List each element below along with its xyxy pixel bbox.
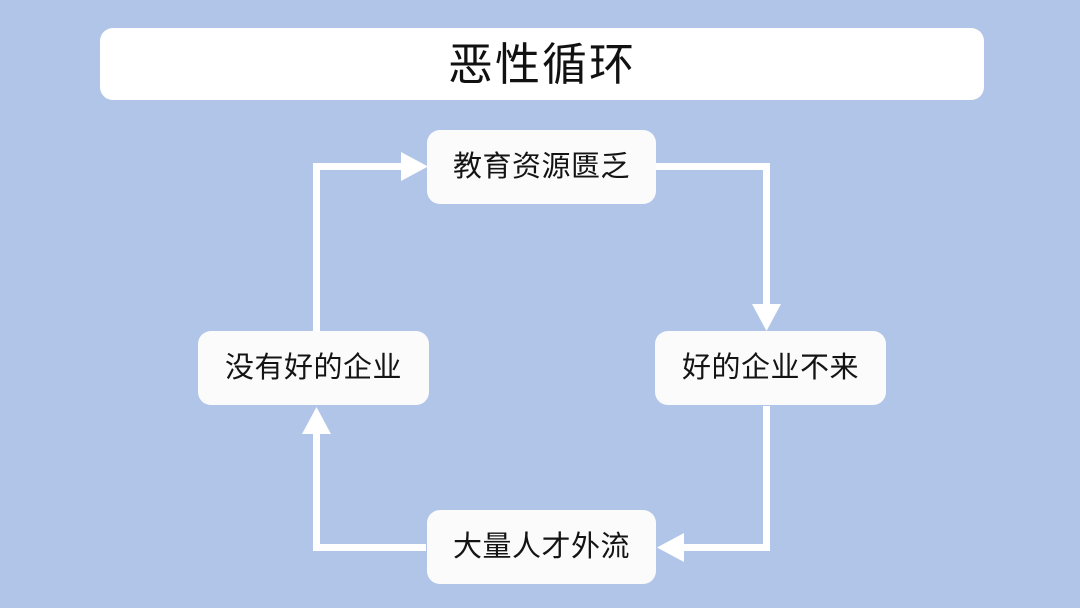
- node-education-resources-scarce[interactable]: 教育资源匮乏: [427, 130, 656, 204]
- node-label: 好的企业不来: [681, 351, 859, 384]
- edge-bottom-to-left: [302, 407, 426, 551]
- arrowhead-down-icon: [752, 304, 781, 331]
- node-label: 教育资源匮乏: [452, 150, 630, 183]
- edge-top-to-right: [656, 163, 781, 331]
- arrowhead-right-icon: [401, 152, 428, 181]
- node-good-businesses-dont-come[interactable]: 好的企业不来: [655, 331, 886, 405]
- page-title: 恶性循环: [447, 38, 636, 90]
- node-label: 没有好的企业: [224, 351, 402, 384]
- arrowhead-left-icon: [657, 533, 684, 562]
- node-no-good-businesses[interactable]: 没有好的企业: [198, 331, 429, 405]
- node-talent-outflow[interactable]: 大量人才外流: [427, 510, 656, 584]
- title-card: 恶性循环: [100, 28, 984, 100]
- edge-right-to-bottom: [657, 406, 770, 562]
- edge-left-to-top: [313, 152, 428, 350]
- arrowhead-up-icon: [302, 407, 331, 434]
- node-label: 大量人才外流: [452, 530, 630, 563]
